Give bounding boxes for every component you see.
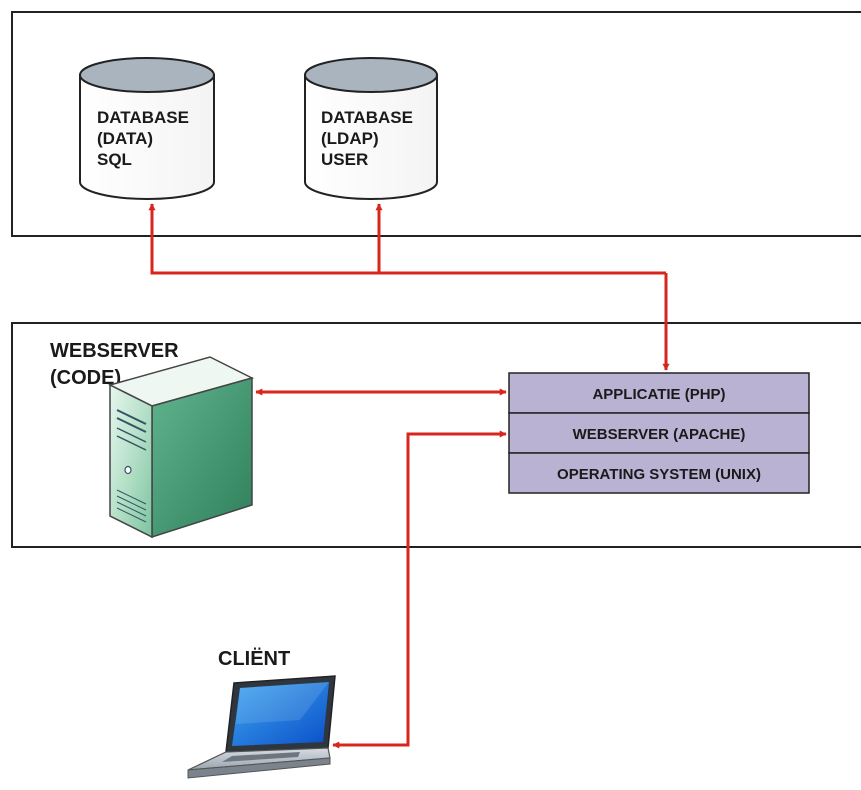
server-tower-icon: [107, 356, 255, 539]
database-data-label-3: SQL: [97, 150, 132, 169]
stack-label-os: OPERATING SYSTEM (UNIX): [557, 466, 761, 483]
database-ldap-cylinder: DATABASE (LDAP) USER: [304, 57, 438, 200]
arrow-client-webserver: [332, 430, 507, 749]
stack-layer-webserver: [508, 412, 810, 454]
database-data-label-2: (DATA): [97, 129, 153, 148]
client-label: CLIËNT: [218, 647, 290, 670]
database-ldap-label-1: DATABASE: [321, 108, 413, 127]
software-stack: APPLICATIE (PHP) WEBSERVER (APACHE) OPER…: [508, 372, 810, 494]
webserver-label-1: WEBSERVER: [50, 340, 179, 362]
webserver-label-2: (CODE): [50, 367, 121, 389]
laptop-icon: [187, 675, 336, 779]
database-data-label-1: DATABASE: [97, 108, 189, 127]
database-ldap-label-3: USER: [321, 150, 368, 169]
database-ldap-label-2: (LDAP): [321, 129, 379, 148]
stack-layer-os: [508, 452, 810, 494]
database-bus-line: [150, 245, 666, 275]
stack-label-applicatie: APPLICATIE (PHP): [592, 386, 725, 403]
stack-label-webserver: WEBSERVER (APACHE): [573, 426, 746, 443]
connector-arrows: [148, 203, 670, 749]
database-data-cylinder: DATABASE (DATA) SQL: [79, 57, 215, 200]
